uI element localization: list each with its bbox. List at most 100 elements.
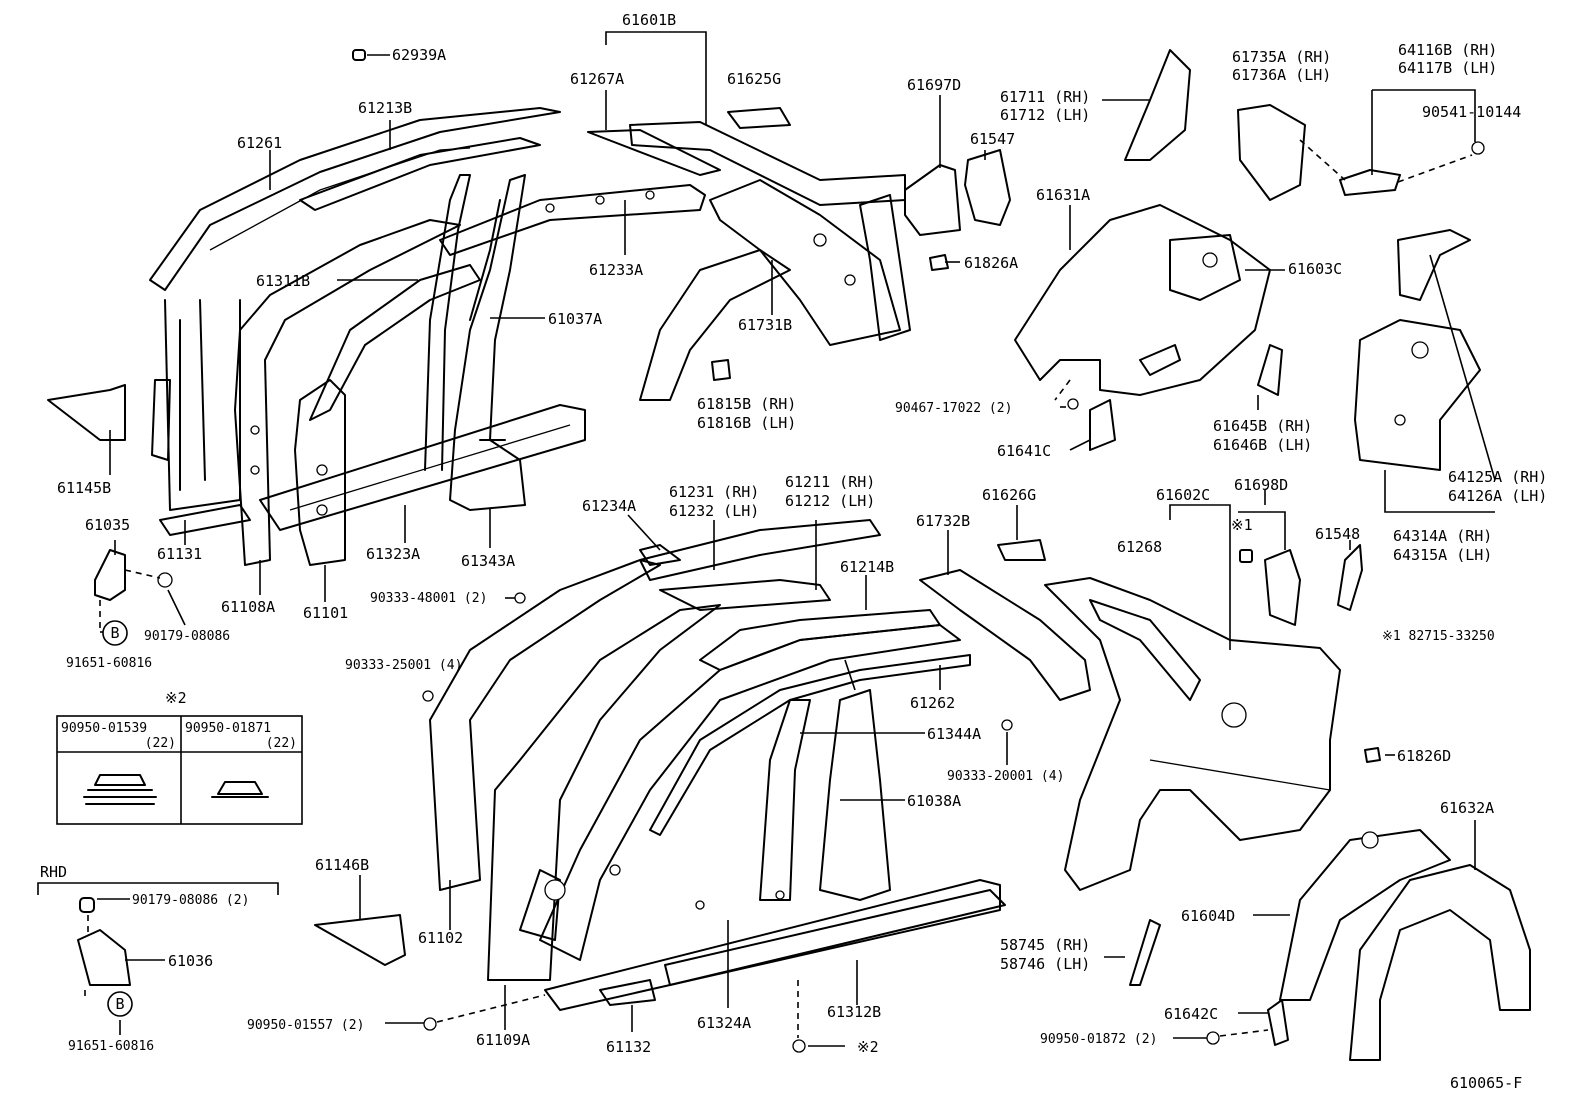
part-61035-bracket <box>94 549 126 601</box>
part-90333-25001-clip <box>422 690 434 702</box>
callout-61132: 61132 <box>606 1038 651 1056</box>
callout-61267A: 61267A <box>570 70 624 88</box>
part-roof-side-rail <box>299 137 541 211</box>
callout-61311B: 61311B <box>256 272 310 290</box>
part-61038A-pillar <box>819 689 891 901</box>
part-wheelhouse-inner <box>1279 829 1531 1061</box>
part-90541-bolt <box>1471 141 1485 155</box>
callout-61261: 61261 <box>237 134 282 152</box>
callout-61698D: 61698D <box>1234 476 1288 494</box>
part-61344A-pillar <box>759 699 811 901</box>
callout-61146B: 61146B <box>315 856 369 874</box>
part-rocker-upper <box>259 404 586 531</box>
callout-61037A: 61037A <box>548 310 602 328</box>
callout-61268: 61268 <box>1117 538 1162 556</box>
plug-col1-icon <box>83 774 157 805</box>
plug-col2-icon <box>211 781 269 798</box>
callout-64315A: 64315A (LH) <box>1393 546 1492 564</box>
part-61735A-bracket <box>1237 104 1306 201</box>
part-61645B-bracket <box>1257 344 1283 396</box>
part-61626G-bracket <box>997 539 1046 561</box>
plug-col2-qty: (22) <box>266 736 297 751</box>
part-61145B-bracket <box>47 384 126 441</box>
part-quarter-panel <box>1044 577 1341 891</box>
plug-table: ※2 90950-01539 (22) 90950-01871 (22) <box>56 689 303 825</box>
callout-61324A: 61324A <box>697 1014 751 1032</box>
part-61642C-bracket <box>1267 999 1289 1046</box>
callout-61642C: 61642C <box>1164 1005 1218 1023</box>
callout-61735A: 61735A (RH) <box>1232 48 1331 66</box>
callout-90179-08086-b: 90179-08086 (2) <box>132 893 249 908</box>
part-61146B-bracket <box>314 914 406 966</box>
callout-90541-10144: 90541-10144 <box>1422 103 1521 121</box>
callout-61323A: 61323A <box>366 545 420 563</box>
part-61815B-clip <box>711 359 731 381</box>
callout-61102: 61102 <box>418 929 463 947</box>
circle-mark-b1-text: B <box>110 624 119 642</box>
part-61641C-bracket <box>1089 399 1116 451</box>
callout-90950-01872: 90950-01872 (2) <box>1040 1032 1157 1047</box>
callout-61233A: 61233A <box>589 261 643 279</box>
part-61547-bracket <box>964 149 1011 226</box>
part-61211-rail <box>659 579 831 611</box>
callout-61232: 61232 (LH) <box>669 502 759 520</box>
circle-mark-b1: B <box>102 620 128 646</box>
callout-61632A: 61632A <box>1440 799 1494 817</box>
callout-64126A: 64126A (LH) <box>1448 487 1547 505</box>
callout-91651-60816-a: 91651-60816 <box>66 656 152 671</box>
callout-61626G: 61626G <box>982 486 1036 504</box>
circle-mark-b2: B <box>107 991 133 1017</box>
callout-labels: 62939A 61213B 61261 61601B 61267A 61625G… <box>40 11 1547 1092</box>
callout-61604D: 61604D <box>1181 907 1235 925</box>
part-drawings <box>47 49 1531 1061</box>
part-61698D-bracket <box>1264 549 1301 626</box>
callout-61697D: 61697D <box>907 76 961 94</box>
part-61036-bracket <box>77 929 131 986</box>
part-64116B-bracket <box>1339 169 1401 196</box>
part-61548-bracket <box>1337 544 1363 611</box>
plug-table-title: ※2 <box>165 689 187 707</box>
callout-mark2: ※2 <box>857 1038 879 1056</box>
part-61214B-rail <box>699 609 941 671</box>
part-90950-01557-plug <box>423 1017 437 1031</box>
callout-61312B: 61312B <box>827 1003 881 1021</box>
part-90950-01872-plug <box>1206 1031 1220 1045</box>
callout-61131: 61131 <box>157 545 202 563</box>
callout-61109A: 61109A <box>476 1031 530 1049</box>
part-61234A-bracket <box>639 544 681 566</box>
part-mark2-plug <box>792 1039 806 1053</box>
callout-61343A: 61343A <box>461 552 515 570</box>
part-front-pillar <box>234 219 481 566</box>
part-61711-bracket <box>1124 49 1191 161</box>
part-roof-rail-inner <box>439 184 706 256</box>
plug-col1-qty: (22) <box>145 736 176 751</box>
callout-61262: 61262 <box>910 694 955 712</box>
callout-61212: 61212 (LH) <box>785 492 875 510</box>
callout-61344A: 61344A <box>927 725 981 743</box>
callout-61826D: 61826D <box>1397 747 1451 765</box>
callout-61815B: 61815B (RH) <box>697 395 796 413</box>
callout-64314A: 64314A (RH) <box>1393 527 1492 545</box>
callout-61646B: 61646B (LH) <box>1213 436 1312 454</box>
part-61697D-bracket <box>904 164 961 236</box>
callout-61731B: 61731B <box>738 316 792 334</box>
callout-58745: 58745 (RH) <box>1000 936 1090 954</box>
callout-61603C: 61603C <box>1288 260 1342 278</box>
leader-lines <box>97 31 1496 1047</box>
callout-61601B: 61601B <box>622 11 676 29</box>
part-61625G-bracket <box>727 107 791 129</box>
callout-61826A: 61826A <box>964 254 1018 272</box>
callout-61712: 61712 (LH) <box>1000 106 1090 124</box>
callout-62939A: 62939A <box>392 46 446 64</box>
part-body-side-outer-lower <box>429 559 1006 1011</box>
plug-col2-part: 90950-01871 <box>185 721 271 736</box>
callout-64116B: 64116B (RH) <box>1398 41 1497 59</box>
callout-58746: 58746 (LH) <box>1000 955 1090 973</box>
callout-61213B: 61213B <box>358 99 412 117</box>
callout-61736A: 61736A (LH) <box>1232 66 1331 84</box>
callout-64125A: 64125A (RH) <box>1448 468 1547 486</box>
callout-61732B: 61732B <box>916 512 970 530</box>
callout-61234A: 61234A <box>582 497 636 515</box>
part-90333-48001-clip <box>514 592 526 604</box>
